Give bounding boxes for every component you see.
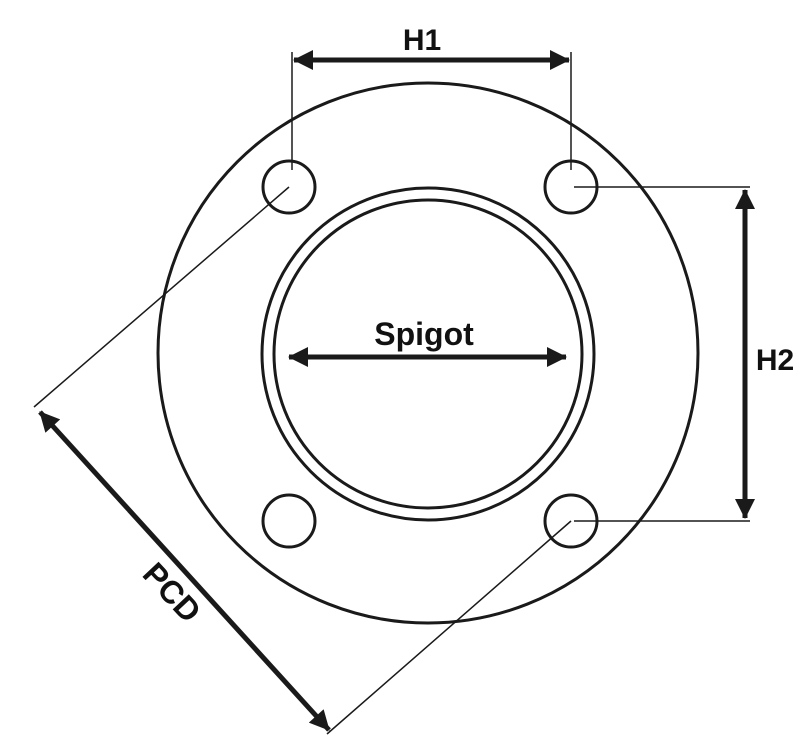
pcd-extension-top: [33, 186, 290, 408]
spigot-label: Spigot: [374, 316, 474, 352]
h1-label: H1: [403, 24, 441, 57]
spigot-outer-ring: [260, 186, 596, 522]
pcd-label: PCD: [136, 556, 208, 630]
bolt-hole-bottom-left: [261, 493, 317, 549]
pcd-extension-bottom: [326, 520, 572, 735]
spigot-inner-ring: [272, 198, 584, 510]
pcd-dimension-arrow: [38, 410, 331, 732]
h2-label: H2: [756, 344, 794, 377]
bolt-hole-top-left: [261, 159, 317, 215]
flange-outer-circle: [156, 81, 700, 625]
